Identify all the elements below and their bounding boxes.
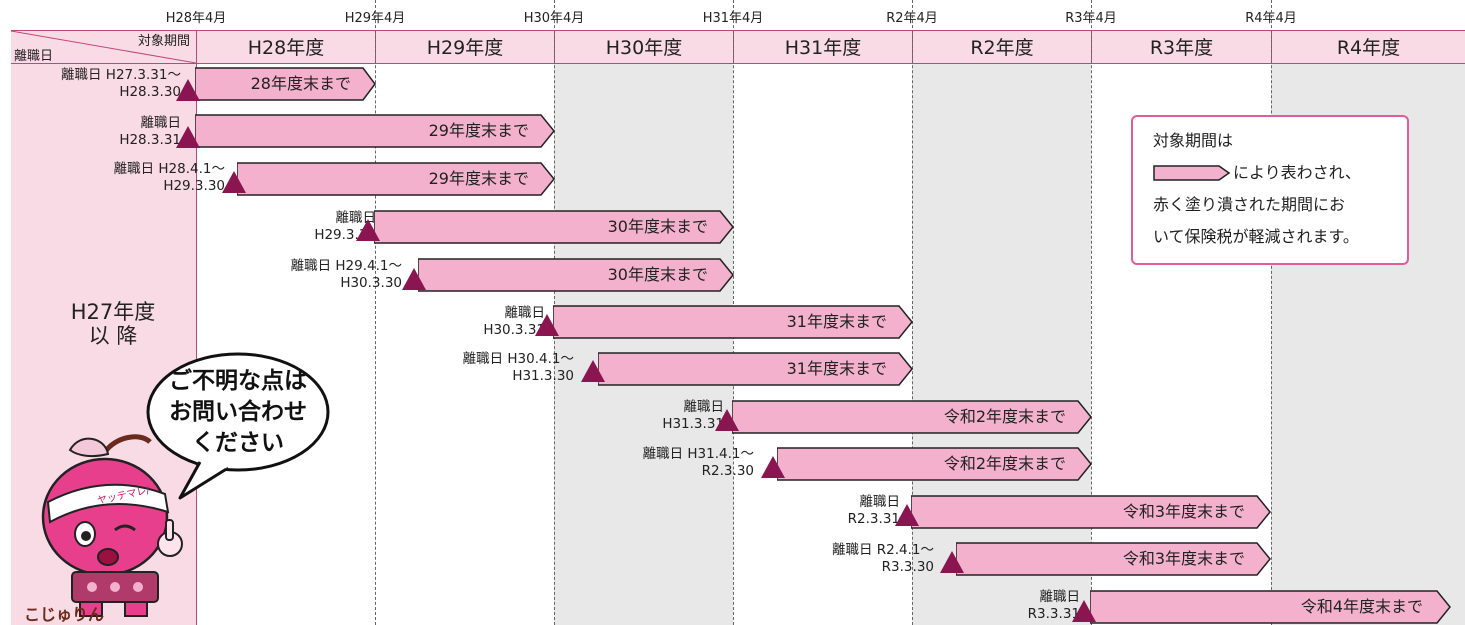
start-marker [176, 79, 200, 101]
note-line2-row: により表わされ、 [1153, 157, 1407, 189]
period-arrow-label: 31年度末まで [786, 312, 887, 331]
period-arrow [1090, 590, 1451, 624]
band-h30 [554, 64, 733, 625]
speech-bubble-text: ご不明な点は お問い合わせ ください [169, 368, 307, 456]
period-arrow-label: 29年度末まで [428, 169, 529, 188]
start-marker [176, 126, 200, 148]
row-date-label: 離職日 H27.3.31～H28.3.30 [61, 67, 181, 100]
period-arrow [553, 305, 913, 339]
period-arrow-label: 令和4年度末まで [1300, 597, 1423, 616]
period-arrow-label: 令和2年度末まで [943, 454, 1066, 473]
start-marker [895, 504, 919, 526]
header-year-h30: H30年度 [554, 30, 733, 62]
header-year-h29: H29年度 [375, 30, 554, 62]
period-arrow [732, 400, 1092, 434]
left-column-line1: H27年度 [70, 300, 156, 324]
start-marker [535, 314, 559, 336]
row-date-label: 離職日 H29.4.1～H30.3.30 [290, 258, 402, 291]
start-marker [222, 171, 246, 193]
header-year-r3: R3年度 [1091, 30, 1271, 62]
period-arrow-label: 令和3年度末まで [1122, 549, 1245, 568]
left-column-line2: 以 降 [88, 324, 138, 348]
period-arrow-label: 29年度末まで [428, 121, 529, 140]
header-row [11, 30, 1465, 64]
row-date-label: 離職日 R2.4.1～R3.3.30 [831, 542, 934, 575]
period-arrow-label: 令和2年度末まで [943, 407, 1066, 426]
row-date-label: 離職日 H31.4.1～R2.3.30 [642, 446, 754, 479]
note-line3: 赤く塗り潰された期間にお [1153, 195, 1346, 214]
start-marker [940, 551, 964, 573]
mascot-illustration: ヤッテマレ/ こじゅりん [24, 434, 183, 624]
start-marker [402, 268, 426, 290]
grid-line [375, 0, 376, 625]
legend-note: 対象期間は により表わされ、 赤く塗り潰された期間にお いて保険税が軽減されます… [1131, 115, 1409, 265]
period-arrow [956, 542, 1271, 576]
start-marker [581, 360, 605, 382]
period-arrow [911, 495, 1271, 529]
period-arrow [777, 447, 1092, 481]
period-arrow-label: 28年度末まで [250, 74, 351, 93]
band-r2 [912, 64, 1091, 625]
legend-arrow-icon [1153, 165, 1231, 181]
corner-label-date: 離職日 [14, 49, 54, 64]
grid-line [1271, 0, 1272, 625]
grid-line [1091, 0, 1092, 625]
note-line1: 対象期間は [1153, 131, 1234, 150]
corner-label-period: 対象期間 [137, 34, 190, 49]
header-year-h28: H28年度 [196, 30, 375, 62]
start-marker [356, 219, 380, 241]
note-line2: により表わされ、 [1233, 163, 1361, 182]
start-marker [715, 409, 739, 431]
period-arrow-label: 31年度末まで [786, 359, 887, 378]
period-arrow [374, 210, 734, 244]
header-year-r4: R4年度 [1271, 30, 1465, 62]
month-label-h28: H28年4月 [165, 11, 227, 26]
row-date-label: 離職日 H28.4.1～H29.3.30 [113, 161, 225, 194]
row-date-label: 離職日 H30.4.1～H31.3.30 [462, 351, 574, 384]
corner-cell: 対象期間 離職日 [11, 30, 196, 64]
period-arrow [195, 67, 376, 101]
header-year-r2: R2年度 [912, 30, 1091, 62]
period-arrow [195, 114, 555, 148]
grid-line [912, 0, 913, 625]
start-marker [1072, 600, 1096, 622]
start-marker [761, 456, 785, 478]
speech-bubble [146, 352, 330, 500]
period-arrow [598, 352, 913, 386]
note-line4: いて保険税が軽減されます。 [1153, 227, 1359, 246]
left-column-title: H27年度 以 降 [58, 300, 168, 348]
left-edge-line [196, 30, 197, 625]
period-arrow-label: 30年度末まで [607, 265, 708, 284]
header-year-h31: H31年度 [733, 30, 912, 62]
period-arrow-label: 令和3年度末まで [1122, 502, 1245, 521]
period-arrow-label: 30年度末まで [607, 217, 708, 236]
period-arrow [418, 258, 734, 292]
period-arrow [237, 162, 555, 196]
mascot-logo-text: こじゅりん [24, 605, 104, 624]
